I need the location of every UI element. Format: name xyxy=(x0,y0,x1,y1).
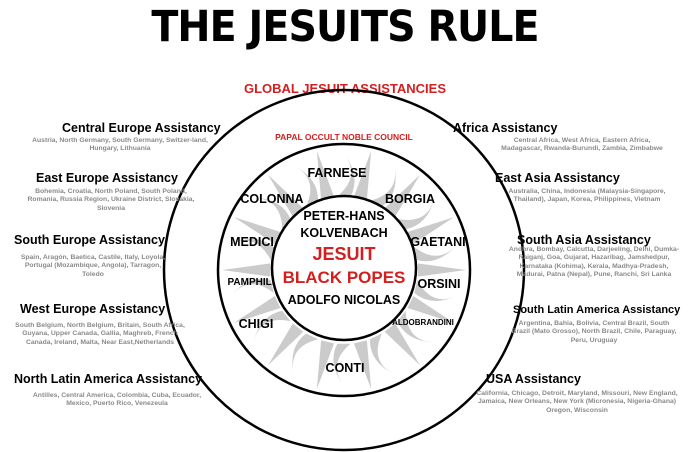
outer-circle xyxy=(162,88,526,452)
sunburst-ray xyxy=(230,278,274,296)
south-europe-regions: Spain, Aragón, Baetica, Castile, Italy, … xyxy=(20,254,166,278)
pope-kolvenbach-line2: KOLVENBACH xyxy=(300,226,388,240)
east-asia-heading: East Asia Assistancy xyxy=(495,171,620,185)
family-chigi: CHIGI xyxy=(238,317,274,331)
sunburst-ray xyxy=(253,310,291,343)
jesuit-label: JESUIT xyxy=(312,244,376,264)
south-latin-america-heading: South Latin America Assistancy xyxy=(513,304,681,316)
family-borgia: BORGIA xyxy=(385,192,435,206)
sunburst-ray xyxy=(353,151,372,200)
sunburst-ray xyxy=(407,217,454,245)
inner-circle xyxy=(270,194,418,342)
sunburst-ray xyxy=(414,279,458,301)
north-latin-america-heading: North Latin America Assistancy xyxy=(14,372,203,386)
sunburst-ray xyxy=(267,323,304,366)
usa-heading: USA Assistancy xyxy=(486,372,581,386)
south-asia-regions: Andhra, Bombay, Calcutta, Darjeeling, De… xyxy=(508,246,680,278)
sunburst-ray xyxy=(230,239,274,261)
family-conti: CONTI xyxy=(325,361,365,375)
sunburst-ray xyxy=(414,244,458,262)
sunburst-ray xyxy=(234,295,281,323)
north-latin-america-regions: Antilles, Central America, Colombia, Cub… xyxy=(32,392,202,408)
pope-kolvenbach-line1: PETER-HANS xyxy=(303,209,385,223)
east-europe-regions: Bohemia, Croatia, North Poland, South Po… xyxy=(27,188,195,212)
sunburst-ray xyxy=(369,333,395,375)
family-pamphili: PAMPHILI xyxy=(227,277,275,288)
central-europe-regions: Austria, North Germany, South Germany, S… xyxy=(32,137,208,153)
sunburst-ray xyxy=(222,263,271,277)
south-asia-heading: South Asia Assistancy xyxy=(517,233,651,247)
black-popes-label: BLACK POPES xyxy=(282,268,406,287)
diagram-subtitle: GLOBAL JESUIT ASSISTANCIES xyxy=(243,81,446,96)
sunburst-ray xyxy=(316,340,335,389)
central-europe-heading: Central Europe Assistancy xyxy=(62,121,221,135)
family-farnese: FARNESE xyxy=(307,166,367,180)
sunburst-ray xyxy=(316,151,335,200)
family-gaetani: GAETANI xyxy=(410,235,466,249)
sunburst-ray xyxy=(234,217,281,245)
sunburst-ray xyxy=(384,323,421,366)
sunburst-ray xyxy=(333,343,351,386)
south-europe-heading: South Europe Assistancy xyxy=(14,233,165,247)
pope-nicolas: ADOLFO NICOLAS xyxy=(287,293,401,307)
sunburst-ray xyxy=(337,154,355,197)
sunburst-ray xyxy=(407,295,454,323)
family-aldobrandini: ALDOBRANDINI xyxy=(392,318,454,327)
south-latin-america-regions: Argentina, Bahia, Bolivia, Central Brazi… xyxy=(511,320,677,344)
africa-regions: Central Africa, West Africa, Eastern Afr… xyxy=(501,137,663,153)
africa-heading: Africa Assistancy xyxy=(453,121,558,135)
sunburst-ray xyxy=(267,174,304,217)
sunburst-ray xyxy=(384,174,421,217)
east-europe-heading: East Europe Assistancy xyxy=(36,171,178,185)
sunburst-ray xyxy=(292,333,319,375)
sunburst-ray xyxy=(397,310,435,343)
west-europe-regions: South Belgium, North Belgium, Britain, S… xyxy=(15,322,185,346)
middle-circle xyxy=(216,142,472,398)
family-colonna: COLONNA xyxy=(240,192,304,206)
sunburst-emblem xyxy=(222,151,466,389)
usa-regions: California, Chicago, Detroit, Maryland, … xyxy=(476,390,678,414)
sunburst-ray xyxy=(293,165,319,207)
west-europe-heading: West Europe Assistancy xyxy=(20,302,166,316)
council-label: PAPAL OCCULT NOBLE COUNCIL xyxy=(275,132,413,142)
sunburst-ray xyxy=(369,165,396,207)
family-orsini: ORSINI xyxy=(417,277,461,291)
sunburst-ray xyxy=(253,197,291,230)
page-title: THE JESUITS RULE xyxy=(151,2,539,52)
sunburst-ray xyxy=(417,263,466,277)
family-medici: MEDICI xyxy=(230,235,274,249)
sunburst-ray xyxy=(397,197,435,230)
sunburst-ray xyxy=(353,340,372,389)
east-asia-regions: Australia, China, Indonesia (Malaysia-Si… xyxy=(508,188,666,204)
